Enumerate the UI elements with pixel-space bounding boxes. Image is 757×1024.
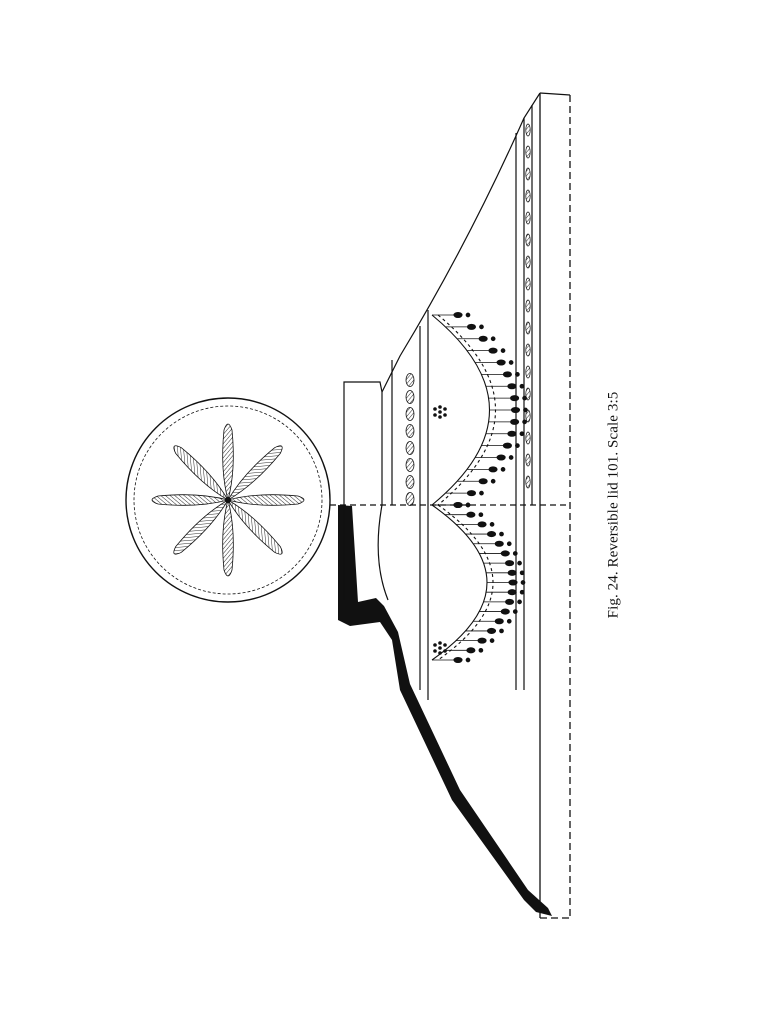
lid-section-half [338,504,552,916]
dot-rosettes [433,405,447,655]
rim-oval-band [525,123,531,489]
frieze-oval-band [405,373,415,506]
garland-swag [431,311,528,664]
lid-exterior-half [343,92,541,505]
lid-profile-outline [330,92,571,919]
rosette-medallion [125,397,331,603]
figure-caption-text: Fig. 24. Reversible lid 101. Scale 3:5 [605,391,622,619]
